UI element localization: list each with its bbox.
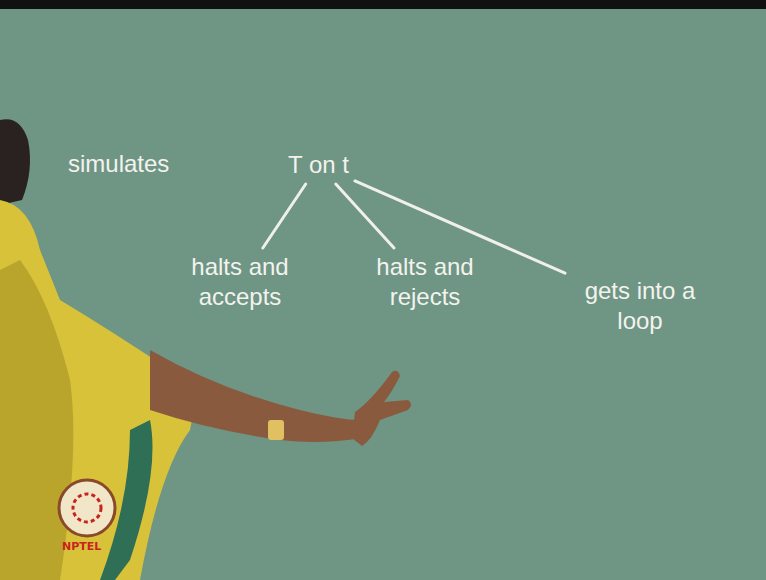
hair <box>0 119 30 205</box>
chalk-branch-line <box>263 184 306 248</box>
node-text: halts and rejects <box>361 252 489 312</box>
root-node: T on t <box>282 146 355 184</box>
nptel-logo <box>59 480 115 536</box>
node-text: gets into a loop <box>571 276 709 336</box>
saree-fold <box>0 260 73 580</box>
outcome-node: halts and accepts <box>165 248 315 316</box>
arm <box>150 350 362 442</box>
nptel-logo-wheel <box>73 494 101 522</box>
node-text: halts and accepts <box>171 252 309 312</box>
outcome-node: halts and rejects <box>355 248 495 316</box>
node-text: T on t <box>288 150 349 180</box>
board-note: simulates <box>68 150 169 178</box>
board-frame <box>0 0 766 9</box>
bangle <box>268 420 284 440</box>
outcome-node: gets into a loop <box>565 272 715 340</box>
logo-label: NPTEL <box>62 540 101 553</box>
pointing-hand <box>352 371 411 446</box>
